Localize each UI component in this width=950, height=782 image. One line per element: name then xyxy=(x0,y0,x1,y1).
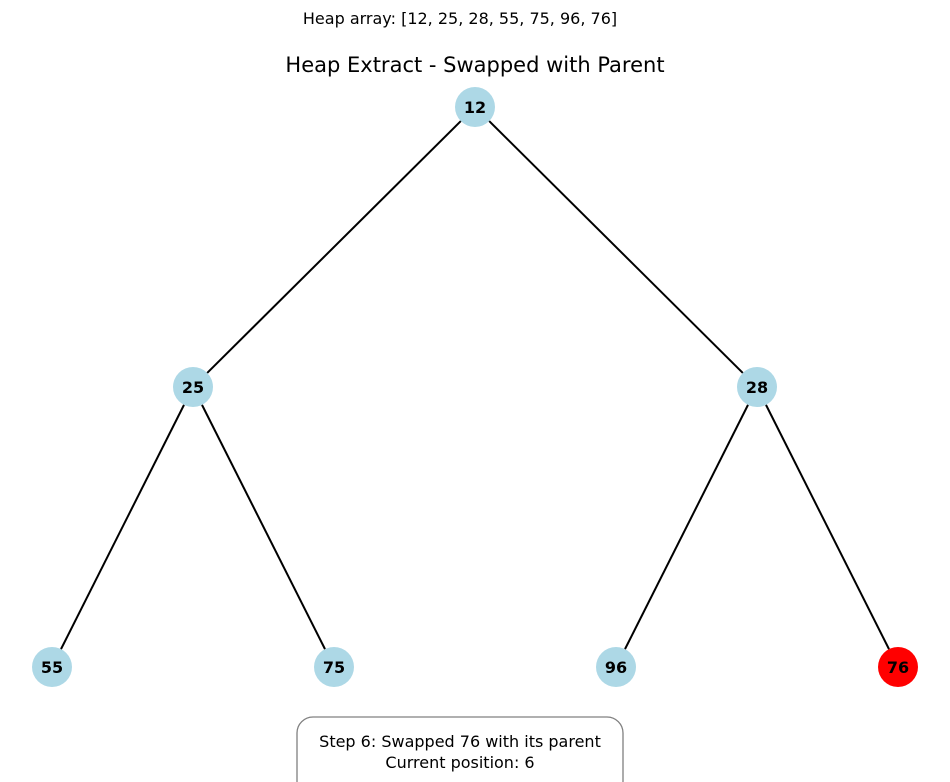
node-circle xyxy=(737,367,777,407)
tree-edges xyxy=(60,120,890,650)
node-label: 75 xyxy=(323,658,345,677)
tree-edge-28-76 xyxy=(765,404,890,650)
node-circle xyxy=(173,367,213,407)
diagram-title: Heap Extract - Swapped with Parent xyxy=(285,53,664,77)
node-label: 55 xyxy=(41,658,63,677)
node-label: 25 xyxy=(182,378,204,397)
node-label: 76 xyxy=(887,658,909,677)
heap-array-text: Heap array: [12, 25, 28, 55, 75, 96, 76] xyxy=(303,9,617,28)
tree-nodes: 12 25 28 55 75 96 76 xyxy=(32,87,918,687)
tree-node-28: 28 xyxy=(737,367,777,407)
tree-edge-25-55 xyxy=(60,404,185,650)
node-circle xyxy=(596,647,636,687)
tree-edge-12-28 xyxy=(488,120,744,374)
node-circle xyxy=(314,647,354,687)
node-label: 28 xyxy=(746,378,768,397)
tree-node-96: 96 xyxy=(596,647,636,687)
status-box: Step 6: Swapped 76 with its parent Curre… xyxy=(296,716,624,782)
tree-node-25: 25 xyxy=(173,367,213,407)
tree-node-12: 12 xyxy=(455,87,495,127)
tree-edge-12-25 xyxy=(206,120,462,374)
node-label: 12 xyxy=(464,98,486,117)
node-circle xyxy=(455,87,495,127)
tree-node-75: 75 xyxy=(314,647,354,687)
node-circle xyxy=(32,647,72,687)
status-line-2: Current position: 6 xyxy=(385,753,534,772)
tree-node-55: 55 xyxy=(32,647,72,687)
tree-edge-25-75 xyxy=(201,404,326,650)
status-line-1: Step 6: Swapped 76 with its parent xyxy=(319,732,601,751)
node-label: 96 xyxy=(605,658,627,677)
highlighted-node-circle xyxy=(878,647,918,687)
tree-edge-28-96 xyxy=(624,404,749,650)
tree-node-76: 76 xyxy=(878,647,918,687)
